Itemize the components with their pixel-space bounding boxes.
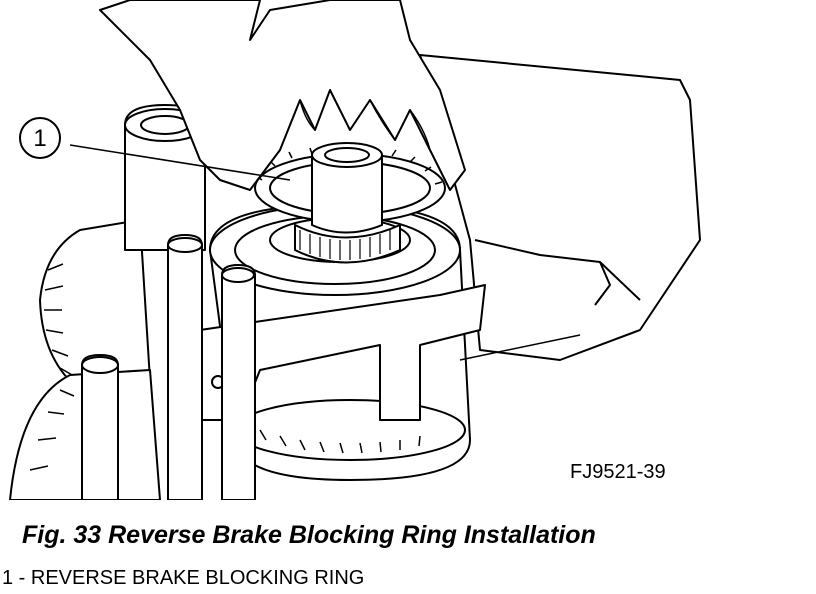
figure-legend-item: 1 - REVERSE BRAKE BLOCKING RING <box>2 567 365 589</box>
callout-number: 1 <box>33 125 46 152</box>
shift-rail-right <box>221 264 256 500</box>
shift-rail-left <box>167 234 203 500</box>
figure-code: FJ9521-39 <box>570 461 666 483</box>
case-outline <box>419 54 701 361</box>
callout-circle <box>19 117 61 159</box>
lower-gear-teeth <box>259 429 421 454</box>
shift-rail-front <box>81 354 119 500</box>
transmission-illustration: 1 FJ9521-39 <box>9 0 701 500</box>
callout-leader <box>69 144 291 181</box>
gear-teeth-lower <box>29 389 75 471</box>
case-leader <box>459 334 581 361</box>
figure-caption: Fig. 33 Reverse Brake Blocking Ring Inst… <box>22 521 596 549</box>
needle-bearing <box>294 224 401 264</box>
case-edge <box>474 239 641 306</box>
gear-teeth-left <box>44 263 75 377</box>
output-shaft <box>311 154 383 234</box>
technician-hand <box>99 0 466 191</box>
